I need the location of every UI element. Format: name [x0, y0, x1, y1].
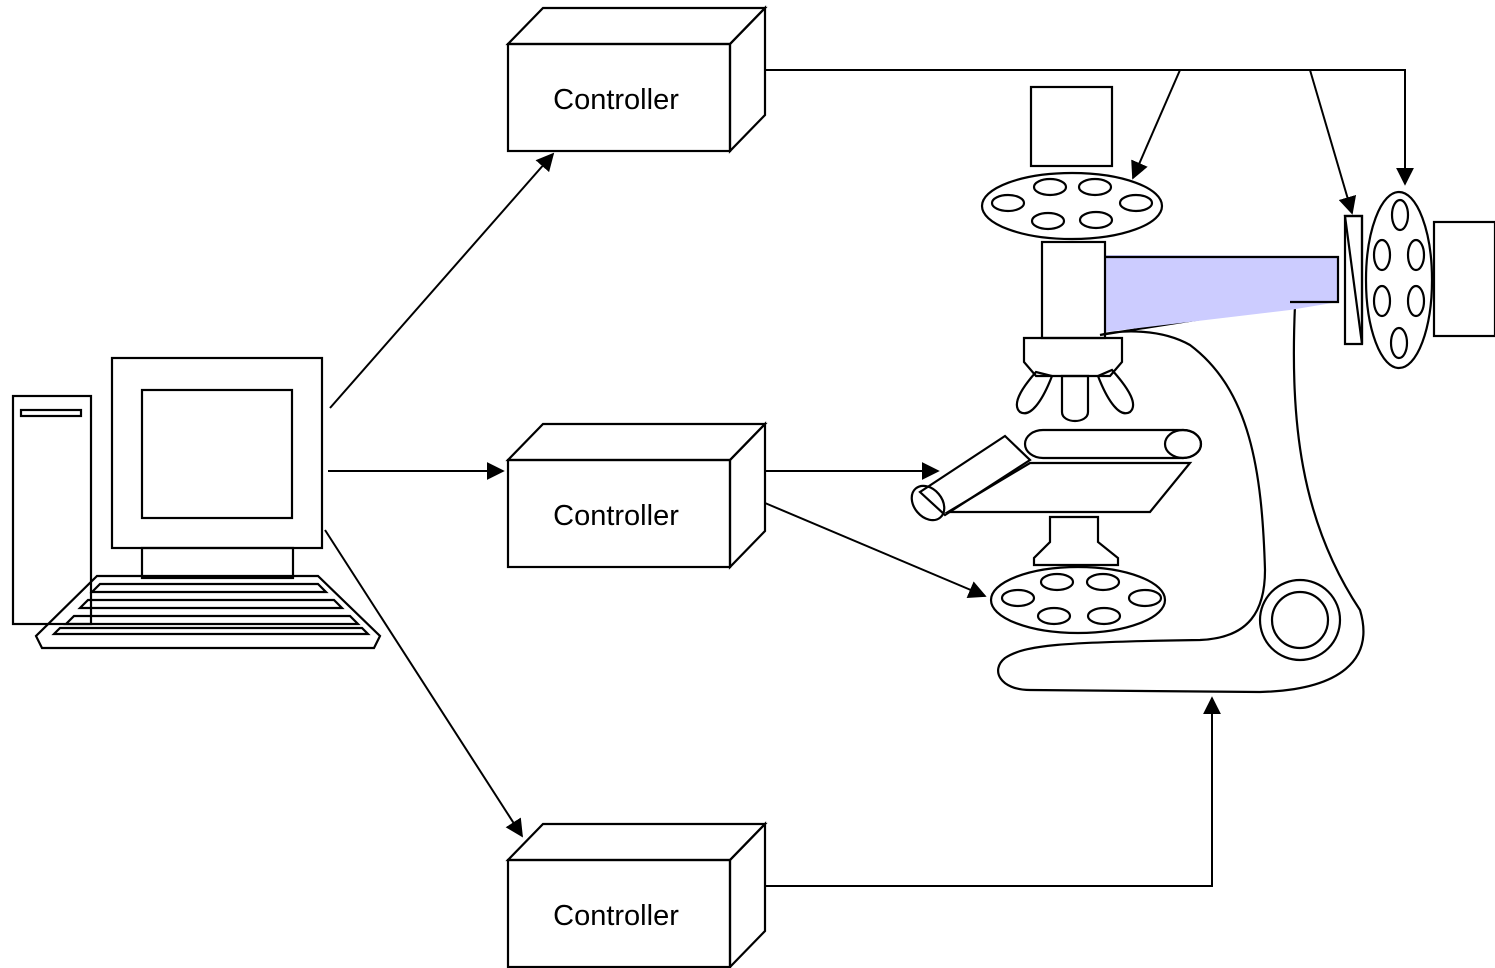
arrow-computer-to-top-controller	[329, 152, 555, 409]
light-path	[1105, 255, 1338, 332]
controller-bottom-front	[506, 858, 732, 968]
computer-icon	[11, 356, 382, 650]
stage-roller-front-end	[910, 484, 946, 522]
arrow-to-focus-drive	[765, 696, 1221, 887]
filter-yellow	[1406, 238, 1426, 272]
controller-middle-side	[728, 421, 767, 570]
nosepiece	[1022, 336, 1124, 378]
connectors	[324, 69, 1414, 887]
condenser-wheel-body	[989, 565, 1167, 635]
shutter-blade	[1343, 214, 1364, 345]
microscope-icon	[910, 85, 1495, 694]
microscope-arm	[997, 303, 1365, 694]
controller-top-side	[728, 5, 767, 154]
arrow-to-emission-wheel	[1131, 69, 1181, 180]
excitation-filter-wheel	[1364, 190, 1434, 370]
filter-red	[1406, 284, 1426, 318]
keyboard-keys	[51, 582, 371, 636]
objective-right	[1096, 368, 1135, 415]
controller-top-front	[506, 42, 732, 153]
emission-wheel-body	[980, 171, 1164, 241]
controller-bottom: Controller	[505, 821, 768, 968]
controller-bottom-topface	[505, 822, 768, 862]
light-source	[1432, 220, 1495, 338]
controller-top: Controller	[505, 5, 768, 154]
filter-yellow	[1039, 572, 1075, 592]
top-controller-bus	[765, 69, 1414, 186]
controller-middle-topface	[505, 422, 768, 462]
microscope-stage	[910, 428, 1203, 522]
filter-cyan	[1118, 193, 1154, 213]
filter-orange	[1030, 211, 1066, 231]
arrow-to-shutter	[1309, 69, 1357, 215]
condenser	[1032, 515, 1120, 567]
filter-blue	[990, 193, 1026, 213]
light-path-edge	[1105, 255, 1340, 304]
emission-filter-wheel	[980, 171, 1164, 241]
stage-roller-back	[1023, 428, 1203, 460]
focus-knob-outer	[1258, 578, 1342, 662]
arrow-to-condenser-wheel	[764, 502, 987, 598]
controller-bottom-label: Controller	[553, 900, 679, 932]
arrow-computer-to-bottom-controller	[324, 529, 523, 838]
keyboard	[34, 574, 382, 650]
controller-top-label: Controller	[553, 84, 679, 116]
controller-bottom-side	[728, 821, 767, 968]
controller-middle-label: Controller	[553, 500, 679, 532]
stage-plate	[944, 461, 1193, 514]
monitor-stand	[140, 546, 295, 580]
monitor-screen	[140, 388, 294, 520]
objective-left	[1015, 370, 1054, 415]
filter-green	[1086, 606, 1122, 626]
filter-blue	[1390, 198, 1410, 232]
filter-yellow	[1032, 177, 1068, 197]
filter-cyan	[1127, 588, 1163, 608]
filter-green	[1078, 210, 1114, 230]
drive-slot	[19, 408, 83, 418]
filter-blue	[1000, 588, 1036, 608]
microscope-tube	[1040, 240, 1107, 340]
camera	[1029, 85, 1114, 168]
condenser-filter-wheel	[989, 565, 1167, 635]
filter-cyan	[1389, 326, 1409, 360]
focus-knob-inner	[1270, 590, 1330, 650]
filter-green	[1372, 284, 1392, 318]
controller-middle: Controller	[505, 421, 768, 570]
computer-tower	[11, 394, 93, 626]
filter-orange	[1036, 606, 1072, 626]
stage-roller-back-end	[1163, 428, 1203, 460]
monitor	[110, 356, 324, 550]
filter-red	[1077, 177, 1113, 197]
objective-middle	[1060, 374, 1090, 423]
excitation-wheel-body	[1364, 190, 1434, 370]
controller-middle-front	[506, 458, 732, 569]
stage-roller-front	[918, 434, 1032, 517]
filter-orange	[1372, 238, 1392, 272]
filter-red	[1085, 572, 1121, 592]
controller-top-topface	[505, 6, 768, 46]
